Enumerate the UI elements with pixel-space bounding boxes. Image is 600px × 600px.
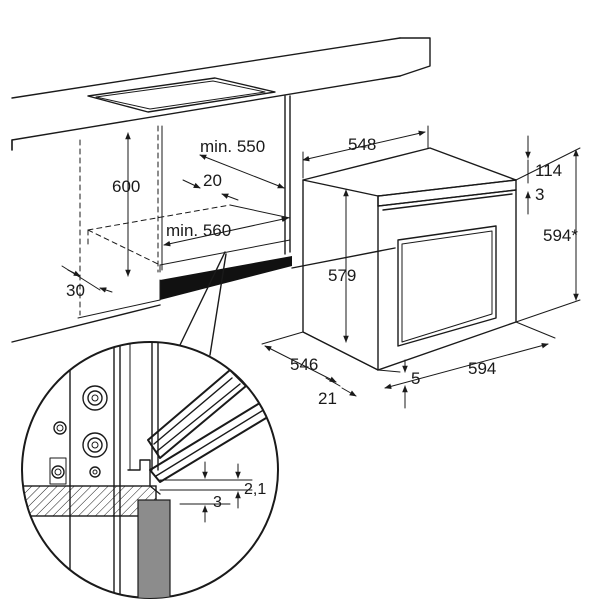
dim-min-550-label: min. 550 [200, 137, 265, 156]
dim-min-560: min. 560 [163, 216, 289, 247]
dim-5: 5 [402, 359, 420, 409]
dim-3-detail: 3 [179, 461, 231, 523]
dim-579: 579 [328, 189, 356, 343]
dim-579-label: 579 [328, 266, 356, 285]
dim-600: 600 [112, 132, 140, 277]
dim-30-label: 30 [66, 281, 85, 300]
dim-594-star: 594* [515, 147, 581, 323]
oven [302, 147, 556, 373]
dim-114-label: 114 [535, 161, 562, 180]
dim-30: 30 [66, 269, 113, 300]
dim-3-detail-label: 3 [213, 494, 222, 511]
dim-546: 546 [261, 331, 337, 383]
dim-2-1-label: 2,1 [244, 481, 266, 498]
dim-20: 20 [182, 171, 239, 201]
dim-20-label: 20 [203, 171, 222, 190]
dim-546-label: 546 [290, 355, 318, 374]
dim-min-550: min. 550 [199, 137, 285, 189]
dim-594: 594 [384, 342, 549, 390]
dim-3-top: 3 [525, 185, 544, 215]
dim-594-label: 594 [468, 359, 496, 378]
dim-600-label: 600 [112, 177, 140, 196]
dim-114: 114 [525, 135, 562, 184]
dim-21-label: 21 [318, 389, 337, 408]
dim-594-star-label: 594* [543, 226, 578, 245]
dim-21: 21 [318, 377, 357, 408]
dim-548-label: 548 [348, 135, 376, 154]
detail-callout-leader [179, 251, 227, 356]
dim-5-label: 5 [411, 369, 420, 388]
dim-2-1: 2,1 [235, 463, 266, 509]
detail-magnifier [21, 341, 279, 599]
dim-3-top-label: 3 [535, 185, 544, 204]
dim-min-560-label: min. 560 [166, 221, 231, 240]
dim-548: 548 [302, 125, 429, 179]
